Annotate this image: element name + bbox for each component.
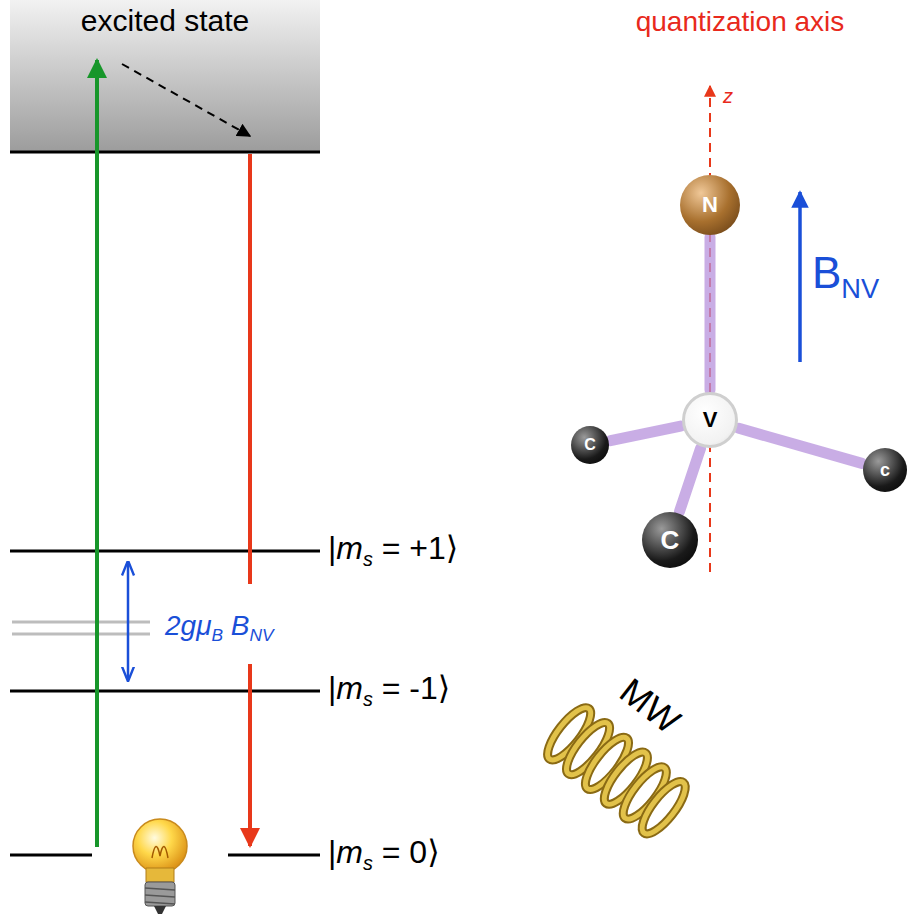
spin-state-part: | (328, 670, 336, 706)
carbon-atom: C (571, 426, 609, 464)
drawing-part (145, 895, 175, 897)
bond-lobe (679, 448, 700, 511)
zeeman-splitting-part: B (211, 625, 223, 645)
drawing-part (154, 906, 166, 914)
light-bulb (133, 819, 187, 914)
decay-arrow (122, 64, 250, 136)
state-band: excited state (10, 0, 320, 150)
spin-state-part: = 0⟩ (373, 834, 440, 870)
zeeman-splitting: 2gμB BNV (162, 611, 277, 645)
drawing-part (152, 846, 168, 858)
level-minus-one (10, 690, 320, 693)
atom-symbol: N (702, 192, 718, 218)
excited-band (10, 0, 320, 152)
spin-state: |ms = -1⟩ (328, 671, 450, 711)
emission-arrow (248, 664, 252, 846)
axis-title: quantization axis (636, 7, 845, 38)
emission-line (248, 154, 252, 584)
drawing-part (133, 819, 187, 873)
atom-symbol: C (661, 525, 680, 556)
atom-symbol: c (880, 460, 890, 481)
carbon-atom: C (642, 512, 698, 568)
microwave-label: MW (613, 671, 688, 742)
bond-lobe (611, 426, 681, 441)
bond-lobe (739, 428, 862, 463)
spin-state-part: = +1⟩ (373, 530, 458, 566)
atom-symbol: C (584, 436, 596, 454)
carbon-atom: c (863, 448, 907, 492)
drawing-part (146, 868, 174, 882)
spin-state-part: m (336, 670, 363, 706)
vacancy-site: V (682, 392, 738, 448)
excited-level (10, 151, 320, 154)
axis-name: z (723, 85, 733, 107)
spin-state: |ms = 0⟩ (328, 835, 440, 875)
spin-state-part: s (363, 688, 373, 710)
field-label-part: NV (841, 272, 879, 303)
spin-state-part: s (363, 548, 373, 570)
nitrogen-atom: N (680, 175, 740, 235)
zeeman-splitting-part: 2gμ (165, 610, 211, 641)
spin-state-part: s (363, 852, 373, 874)
drawing-part (145, 888, 175, 890)
spin-state-part: = -1⟩ (373, 670, 450, 706)
field-label: BNV (812, 249, 879, 304)
coil-turn (635, 776, 692, 840)
spin-state-part: | (328, 530, 336, 566)
quantization-axis (709, 86, 711, 572)
spin-state-part: m (336, 834, 363, 870)
level-zero-field (12, 621, 150, 624)
bond-lobe (705, 237, 716, 390)
drawing-part (145, 902, 175, 904)
microwave-label-part: MW (612, 670, 688, 742)
level-zero-field (12, 633, 150, 636)
axis-name-part: z (723, 85, 733, 107)
level-zero (10, 854, 92, 857)
field-arrow (798, 192, 802, 362)
spin-state: |ms = +1⟩ (328, 531, 458, 571)
axis-title-part: quantization axis (636, 6, 845, 37)
zeeman-splitting-part: B (223, 610, 249, 641)
zeeman-arrow (127, 562, 130, 680)
zeeman-splitting-part: NV (250, 625, 274, 645)
level-plus-one (10, 550, 320, 553)
field-label-part: B (812, 248, 841, 297)
coil-turn (635, 776, 692, 840)
spin-state-part: | (328, 834, 336, 870)
excitation-arrow (95, 60, 99, 847)
atom-symbol: V (703, 407, 718, 433)
drawing-part (145, 882, 175, 906)
state-name: excited state (81, 4, 249, 38)
spin-state-part: m (336, 530, 363, 566)
level-zero (228, 854, 320, 857)
